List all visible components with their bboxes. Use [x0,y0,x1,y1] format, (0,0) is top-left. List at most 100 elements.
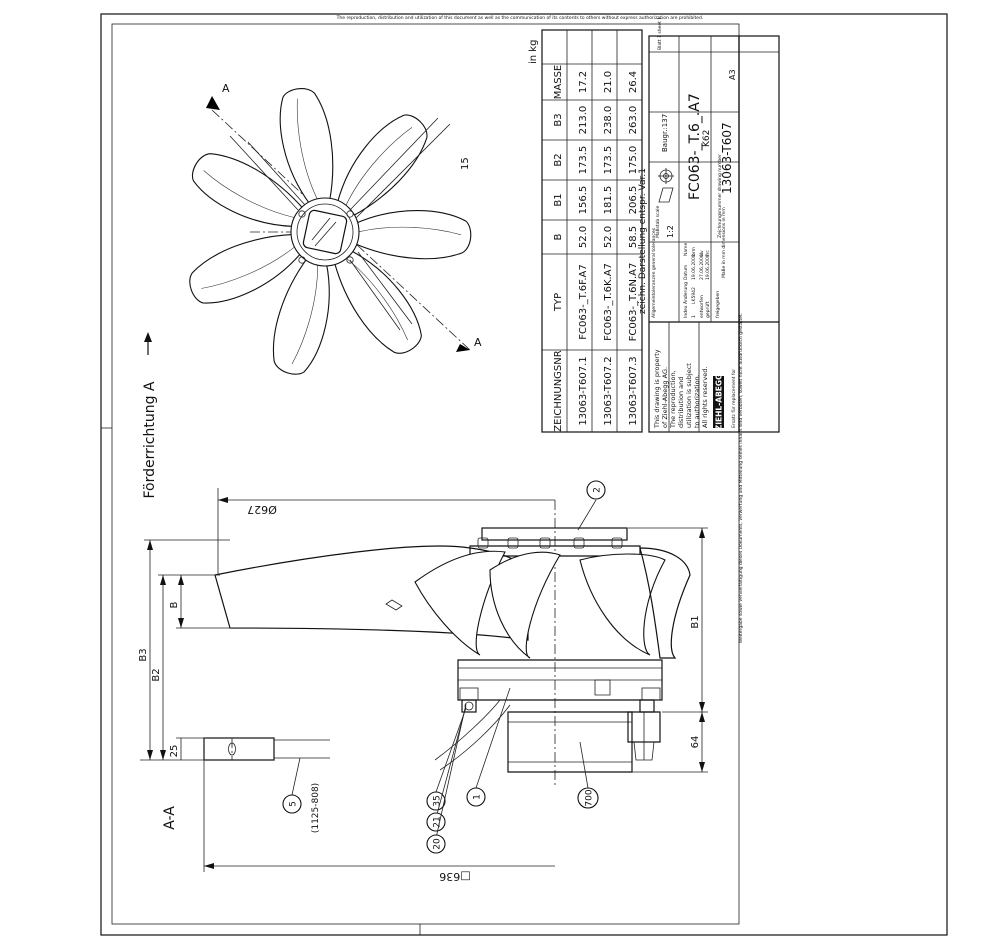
drawing-number: 13063-T607 [720,122,734,194]
dim-b2: B2 [151,668,162,681]
parts-table: ZEICHNUNGSNR TYP B B1 B2 B3 MASSE 13063-… [528,29,643,433]
replaced-for: Ersatz für replacement for [731,369,737,428]
dim-64: 64 [690,736,701,749]
flow-direction-arrow-icon [144,332,152,355]
table-row: 13063-T607.3 [628,356,639,425]
svg-text:LK5942: LK5942 [691,287,697,304]
cable-gland [627,711,661,743]
impeller-blade [279,88,334,205]
copyright-line-4: distribution and [677,377,685,428]
svg-text:Name: Name [683,242,689,256]
impeller-blade-rib [346,258,408,341]
side-section-view [203,500,691,785]
copyright-line-6: to authorization. [693,374,701,428]
balloon-2 [586,480,606,500]
dim-b: B [169,601,180,608]
table-header-b1: B1 [553,193,564,206]
dim-b3: B3 [138,648,149,661]
dim-diameter-627: Ø627 [247,503,277,516]
svg-text:19.06.2008: 19.06.2008 [691,254,697,280]
edge-note-top: The reproduction, distribution and utili… [336,15,704,21]
impeller-blade-rib [296,98,318,199]
motor-body [507,711,633,773]
impeller-blade [353,210,472,260]
hub-outer [290,197,360,267]
edge-note-bottom: Weitergabe sowie Vervielfältigung dieses… [738,313,744,643]
svg-text:Index: Index [683,305,689,318]
svg-text:156.5: 156.5 [578,186,589,215]
drawing-frame [111,23,740,925]
title-block: This drawing is property of Ziehl-Abegg … [638,17,780,433]
angle-label: 15 [460,157,471,170]
dim-square-636: □636 [439,870,470,883]
impeller-blade-rib [203,170,295,218]
hub-square [302,209,348,255]
svg-text:1: 1 [473,794,483,800]
copyright-line-5: utilization is subject [685,363,693,428]
dim-range: (1125-808) [311,783,321,833]
sheet-border [100,13,948,936]
scale-label: Maßstab scale [655,206,661,238]
general-tolerances: Allgemeintoleranzen general tolerances [651,227,657,318]
table-row: 13063-T607.1 [578,356,589,425]
copyright-line-2: of Ziehl-Abegg AG. [661,367,669,428]
svg-text:dv: dv [699,250,705,256]
baugr: Baugr.:137 [661,114,669,152]
svg-text:173.5: 173.5 [603,146,614,175]
svg-text:175.0: 175.0 [628,146,639,175]
table-header-b3: B3 [553,113,564,126]
balloon-20 [426,834,446,854]
impeller-blades [189,88,472,375]
dim-25: 25 [169,745,180,758]
drawing-title: FC063-_T.6_.A7 [687,93,703,200]
drawing-number-label: Zeichnungsnummer drawing number [717,154,723,238]
copyright-line-3: The reproduction, [669,370,677,429]
logo-badge [713,376,724,428]
table-header-masse: MASSE [553,65,564,99]
dimensions: Ø627 □636 B3 B2 B 25 B1 [138,488,708,883]
svg-text:206.5: 206.5 [628,186,639,215]
impeller-blade-rib [291,265,319,365]
flow-direction-label: Förderrichtung A [142,381,158,498]
svg-text:181.5: 181.5 [603,186,614,215]
impeller-blade-rib [201,246,295,289]
dim-b1: B1 [690,615,701,628]
flow-arrow-icon [385,599,403,611]
svg-text:FC063-_T.6K.A7: FC063-_T.6K.A7 [603,263,614,341]
svg-text:Änderung: Änderung [682,282,689,304]
table-header-zeichnungsnr: ZEICHNUNGSNR [553,350,564,431]
table-header-b: B [553,233,564,240]
svg-text:263.0: 263.0 [628,106,639,135]
svg-text:52.0: 52.0 [578,226,589,248]
balloon-700 [577,787,599,809]
impeller-blade-rib [358,226,462,236]
variant-note: zeichn. Darstellung entspr. Var.1 [638,168,648,314]
item-balloons: 2 5 1 35 21 20 700 [282,480,606,854]
copyright-line-1: This drawing is property [653,349,661,429]
section-mark-top: A [222,82,230,95]
svg-text:21: 21 [433,816,443,827]
top-cap [481,527,628,541]
svg-text:21.0: 21.0 [603,71,614,93]
drawing-subtitle: K62 [702,130,712,147]
scale-value: 1:2 [666,225,675,238]
impeller-blade [272,257,330,375]
svg-text:19.06.2008: 19.06.2008 [705,254,711,280]
section-arrow-icon [456,344,470,352]
impeller-front-view: A A 15 [189,82,482,375]
svg-text:frc: frc [705,250,711,256]
table-header-b2: B2 [553,153,564,166]
impeller-blade [333,249,422,354]
impeller-blade [336,114,428,217]
table-unit: in kg [528,40,539,64]
svg-text:35: 35 [433,795,443,806]
balloon-35 [426,791,446,811]
svg-text:52.0: 52.0 [603,226,614,248]
copyright-line-7: All rights reserved. [701,367,709,428]
section-view-label: A-A [162,806,178,830]
svg-text:2: 2 [593,487,603,493]
impeller-blade-rib [345,127,413,206]
sheet-size: A3 [728,69,737,80]
svg-text:entworfen: entworfen [699,295,705,318]
